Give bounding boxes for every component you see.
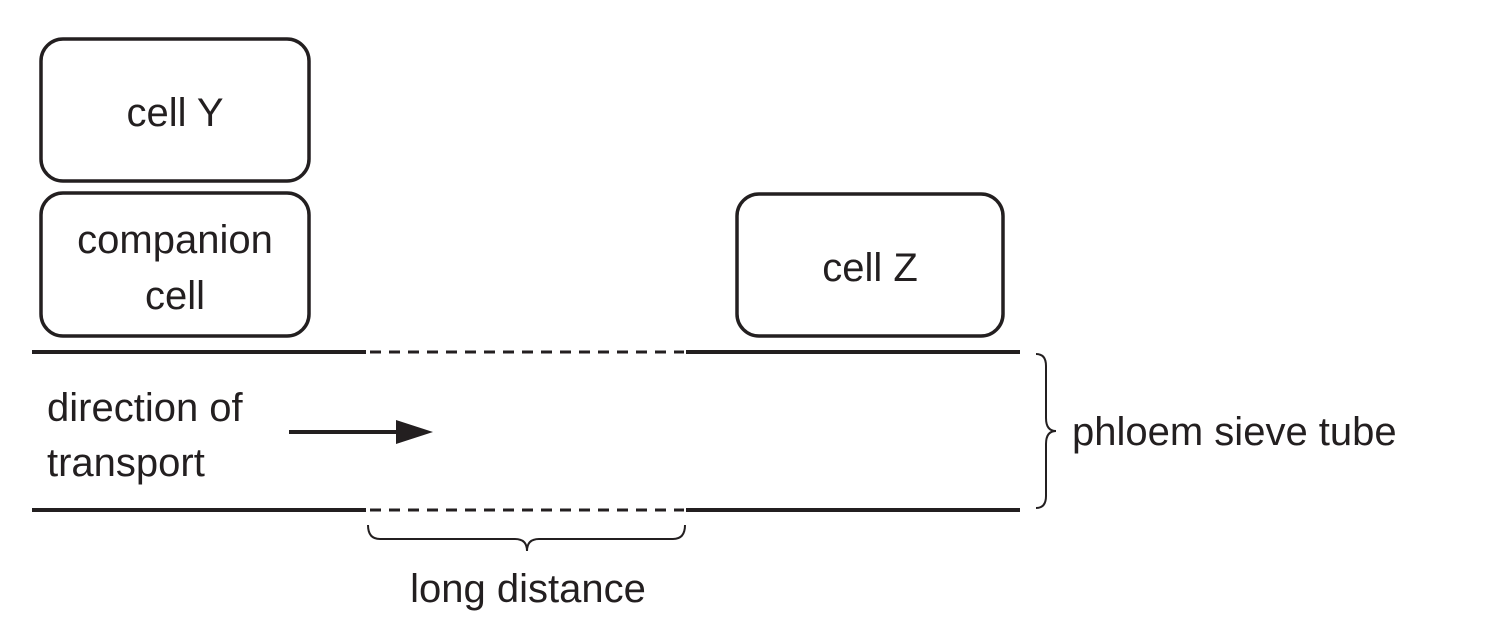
cell-z-label: cell Z <box>822 246 918 290</box>
direction-label-line1: direction of <box>47 386 244 430</box>
companion-cell: companion cell <box>39 191 311 338</box>
sieve-tube-annotation: phloem sieve tube <box>1035 353 1397 509</box>
bottom-curly-brace-icon <box>367 524 686 552</box>
cell-y: cell Y <box>39 37 311 183</box>
right-curly-brace-icon <box>1035 353 1057 509</box>
long-distance-annotation: long distance <box>367 524 686 611</box>
direction-of-transport: direction of transport <box>47 386 433 485</box>
cell-y-label: cell Y <box>126 91 223 135</box>
arrow-right-icon <box>396 420 433 444</box>
long-distance-label: long distance <box>410 567 646 611</box>
companion-cell-box <box>39 191 311 338</box>
companion-cell-label-line1: companion <box>77 218 273 262</box>
cell-z: cell Z <box>735 192 1005 338</box>
cell-z-box <box>735 192 1005 338</box>
sieve-tube-label: phloem sieve tube <box>1072 410 1397 454</box>
direction-label-line2: transport <box>47 441 205 485</box>
companion-cell-label-line2: cell <box>145 274 205 318</box>
cell-y-box <box>39 37 311 183</box>
